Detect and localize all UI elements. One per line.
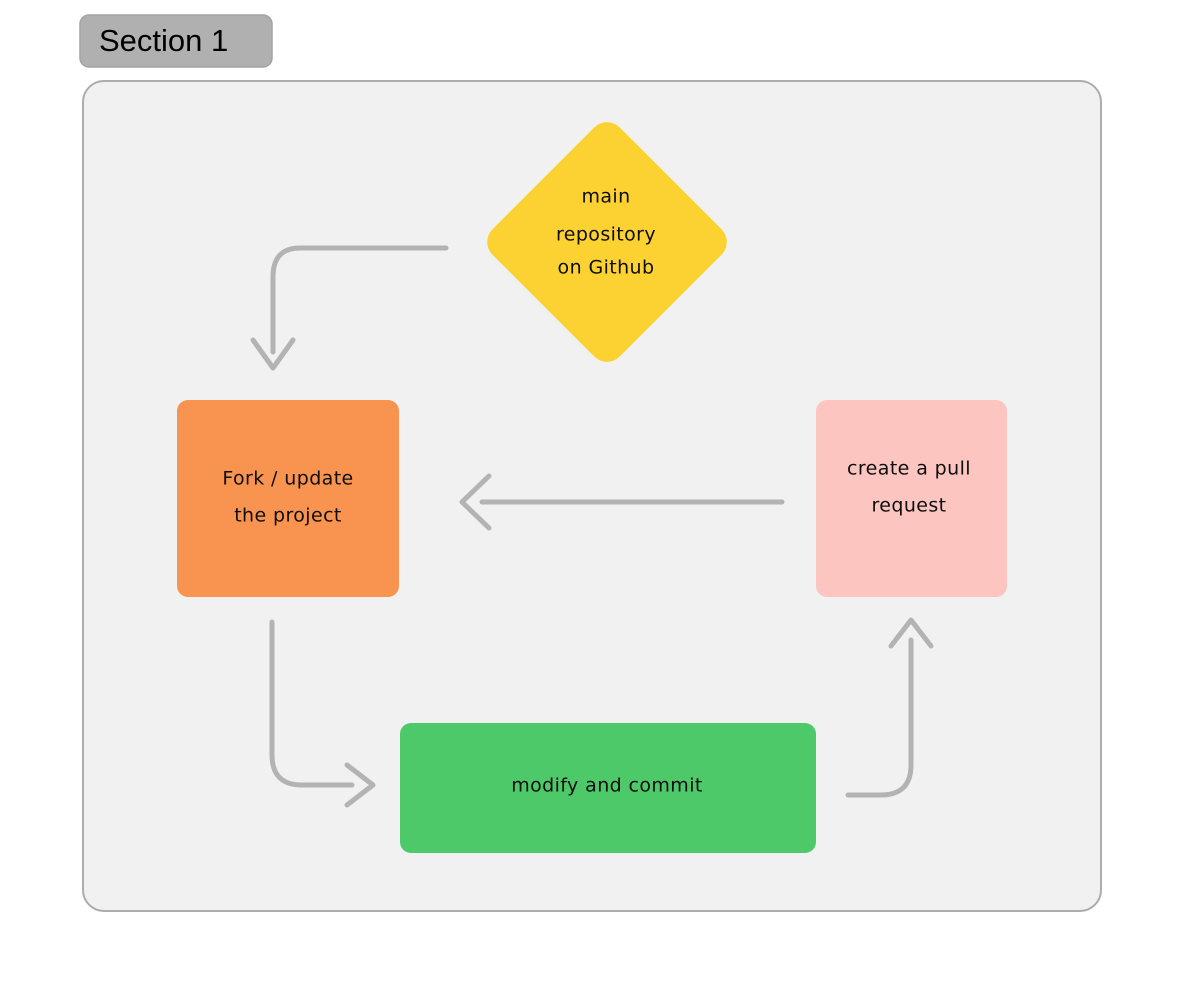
section-pill-background [79, 14, 273, 68]
node-create-pull-request-line-2: request [871, 495, 946, 517]
node-main-repository[interactable]: main repository on Github [480, 115, 735, 370]
edge-modify-to-pr [845, 617, 934, 798]
edge-fork-to-modify-arrowhead [344, 762, 376, 808]
node-fork-update-line-2: the project [234, 505, 342, 527]
node-main-repository-line-1: main [581, 186, 630, 208]
edge-fork-to-modify [269, 619, 376, 808]
node-fork-update[interactable]: Fork / update the project [177, 400, 399, 597]
section-label-text: Section 1 [99, 23, 228, 58]
edge-modify-to-pr-line [845, 637, 914, 798]
node-fork-update-line-1: Fork / update [222, 468, 353, 490]
node-modify-commit-shape [400, 723, 816, 853]
edge-main-to-fork [250, 245, 449, 371]
node-main-repository-line-3: on Github [558, 257, 655, 279]
node-modify-commit-line-1: modify and commit [511, 775, 703, 797]
edge-pr-to-fork [459, 473, 785, 531]
node-create-pull-request[interactable]: create a pull request [816, 400, 1007, 597]
edge-main-to-fork-arrowhead [250, 337, 296, 371]
edge-pr-to-fork-arrowhead [459, 473, 492, 531]
edge-modify-to-pr-arrowhead [888, 617, 934, 649]
node-create-pull-request-line-1: create a pull [847, 458, 971, 480]
node-main-repository-shape [487, 122, 727, 362]
node-main-repository-line-2: repository [556, 224, 656, 246]
node-fork-update-shape [177, 400, 399, 597]
section-container [82, 80, 1102, 912]
edge-main-to-fork-line [270, 245, 449, 355]
node-modify-commit[interactable]: modify and commit [400, 723, 816, 853]
node-create-pull-request-shape [816, 400, 1007, 597]
section-label-pill[interactable]: Section 1 [79, 14, 273, 68]
edge-fork-to-modify-line [269, 619, 355, 788]
